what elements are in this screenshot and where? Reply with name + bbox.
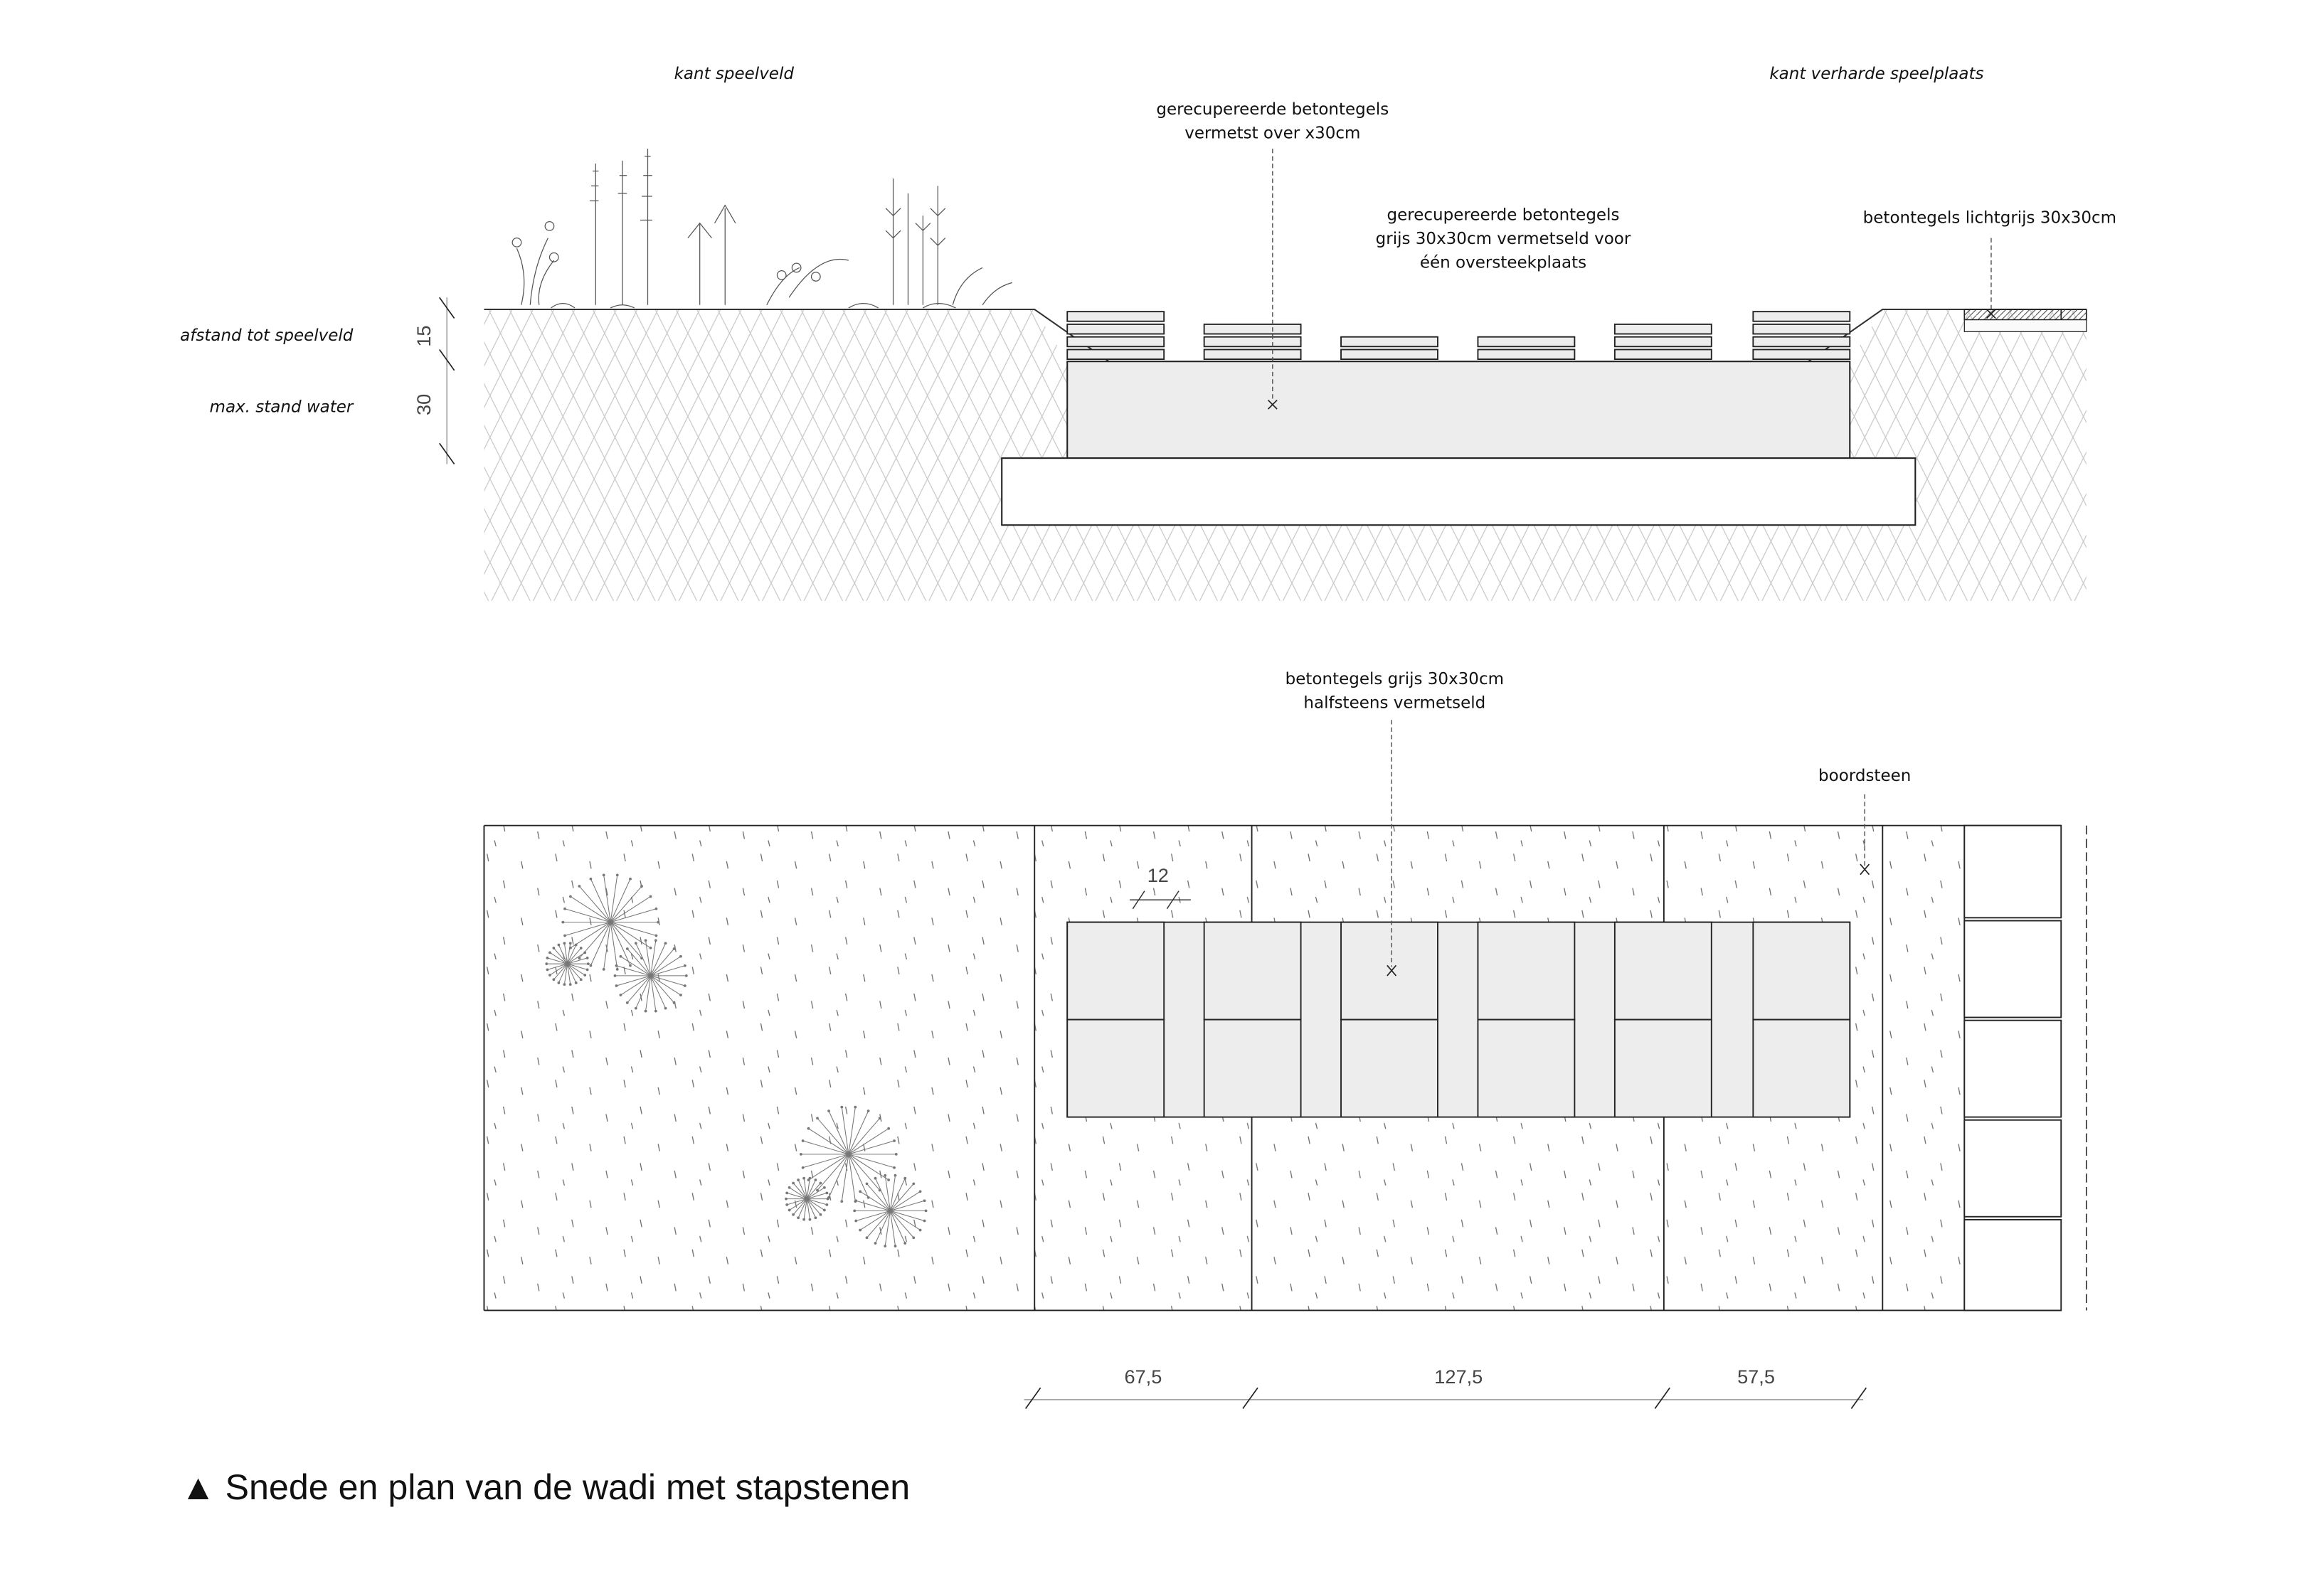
dim-127-5: 127,5 — [1434, 1366, 1483, 1388]
x-marker — [1986, 309, 1996, 319]
label-afstand-tot-speelveld: afstand tot speelveld — [180, 326, 354, 345]
level-dimension: 15 30 — [413, 297, 455, 464]
curb-tile — [1963, 1119, 2062, 1218]
callout-crossing-line1: gerecupereerde betontegels — [1387, 206, 1620, 225]
stacked-tile — [1340, 349, 1438, 360]
curb-tile — [1963, 1218, 2062, 1312]
plant-symbol — [561, 873, 660, 971]
stacked-tile — [1340, 336, 1438, 348]
plant-symbol — [853, 1174, 928, 1247]
concrete-foundation — [1001, 361, 1917, 526]
stacked-tile — [1203, 336, 1302, 348]
stacked-tile — [1752, 323, 1851, 335]
plant-symbol — [613, 939, 688, 1013]
x-marker — [1267, 399, 1278, 410]
paving-tile — [1203, 1018, 1302, 1118]
stacked-tile — [1477, 349, 1576, 360]
plants-plan — [545, 873, 928, 1247]
dim-67-5: 67,5 — [1124, 1366, 1162, 1388]
caption: Snede en plan van de wadi met stapstenen — [226, 1467, 911, 1507]
paving-tile — [1477, 921, 1576, 1021]
plant-symbol — [800, 1105, 898, 1203]
paving-tile — [1752, 1018, 1851, 1118]
curb-paving-plan — [1963, 824, 2062, 1312]
dim-57-5: 57,5 — [1737, 1366, 1775, 1388]
stacked-tile — [1752, 336, 1851, 348]
tile-stacks-section — [1066, 311, 1851, 360]
dim-joint-12: 12 — [1147, 864, 1169, 886]
plant-symbol — [545, 942, 590, 986]
plants-section — [511, 149, 1013, 309]
stacked-tile — [1613, 336, 1712, 348]
dim-30: 30 — [413, 394, 435, 415]
callout-crossing-line3: één oversteekplaats — [1420, 253, 1586, 272]
plan-dimension-chain: 67,5 127,5 57,5 — [1024, 1366, 1867, 1409]
callout-plan-tiles-line2: halfsteens vermetseld — [1303, 693, 1485, 712]
stacked-tile — [1752, 311, 1851, 322]
x-marker — [1387, 964, 1397, 977]
stacked-tile — [1613, 323, 1712, 335]
callout-paving: betontegels lichtgrijs 30x30cm — [1863, 209, 2116, 228]
plant-symbol — [785, 1176, 829, 1221]
paving-tile — [1752, 921, 1851, 1021]
paving-tile — [1066, 921, 1165, 1021]
paving-tile — [1340, 1018, 1438, 1118]
curb-tile — [1963, 920, 2062, 1018]
callout-crossing-line2: grijs 30x30cm vermetseld voor — [1376, 230, 1631, 248]
curb-tile — [1963, 824, 2062, 919]
callout-stacked-line2: vermetst over x30cm — [1184, 124, 1360, 142]
paving-tile — [1613, 1018, 1712, 1118]
label-max-stand-water: max. stand water — [210, 398, 354, 416]
label-kant-speelveld: kant speelveld — [674, 65, 795, 83]
stacked-tile — [1752, 349, 1851, 360]
callout-stacked-line1: gerecupereerde betontegels — [1156, 100, 1389, 119]
paving-tile — [1203, 921, 1302, 1021]
paving-tile — [1340, 921, 1438, 1021]
callout-boordsteen: boordsteen — [1818, 767, 1911, 785]
stacked-tile — [1477, 336, 1576, 348]
caption-marker: ▲ — [181, 1467, 216, 1507]
x-marker — [1860, 863, 1870, 876]
curb-tile — [1963, 1019, 2062, 1118]
stacked-tile — [1066, 336, 1165, 348]
paving-tile-section — [1963, 309, 2087, 332]
stacked-tile — [1613, 349, 1712, 360]
label-kant-verharde-speelplaats: kant verharde speelplaats — [1769, 65, 1983, 83]
paving-tile — [1477, 1018, 1576, 1118]
paving-tile — [1066, 1018, 1165, 1118]
stacked-tile — [1066, 349, 1165, 360]
joint-dimension-line — [1130, 890, 1191, 910]
paving-tile — [1613, 921, 1712, 1021]
dim-15: 15 — [413, 326, 435, 347]
stepping-stones-plan — [1066, 921, 1851, 1118]
stacked-tile — [1203, 323, 1302, 335]
stepping-stone-area — [1066, 921, 1851, 1118]
stacked-tile — [1066, 311, 1165, 322]
stacked-tile — [1066, 323, 1165, 335]
stacked-tile — [1203, 349, 1302, 360]
callout-plan-tiles-line1: betontegels grijs 30x30cm — [1285, 670, 1504, 688]
